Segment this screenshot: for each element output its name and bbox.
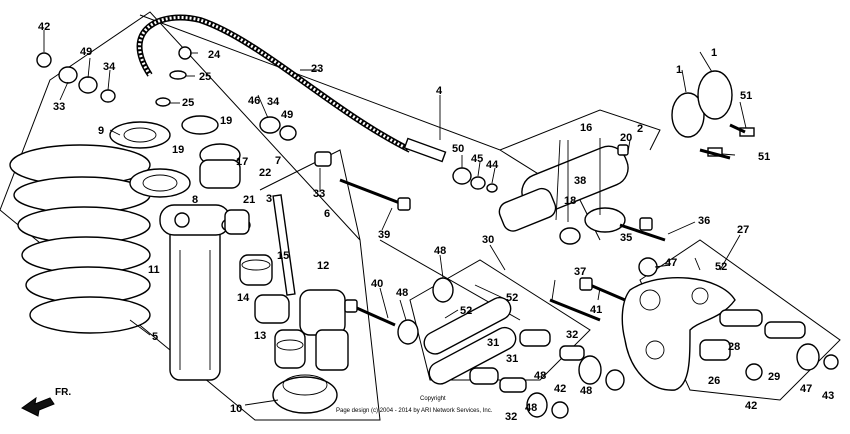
reservoir-hose xyxy=(136,14,447,163)
callout-46: 46 xyxy=(248,95,260,107)
reservoir-tank xyxy=(498,145,629,245)
callout-34-left: 34 xyxy=(103,61,116,73)
callout-17: 17 xyxy=(236,156,248,168)
callout-19-lower: 19 xyxy=(172,144,184,156)
callout-47-upper: 47 xyxy=(665,257,677,269)
callout-27: 27 xyxy=(737,224,749,236)
callout-43: 43 xyxy=(822,390,834,402)
callout-14: 14 xyxy=(237,292,250,304)
callout-52-right: 52 xyxy=(715,261,727,273)
callout-52-center: 52 xyxy=(506,292,518,304)
callout-31-upper: 31 xyxy=(487,337,499,349)
callout-30: 30 xyxy=(482,234,494,246)
callout-48-c: 48 xyxy=(534,370,546,382)
callout-16: 16 xyxy=(580,122,592,134)
callout-26: 26 xyxy=(708,375,720,387)
shock-absorber-body xyxy=(159,204,231,381)
callout-22: 22 xyxy=(259,167,271,179)
callout-42-top: 42 xyxy=(38,21,50,33)
callout-51-upper: 51 xyxy=(740,90,752,102)
callout-24: 24 xyxy=(208,49,221,61)
direction-label: FR. xyxy=(55,387,71,398)
callout-1-upper: 1 xyxy=(711,47,717,59)
callout-49-left: 49 xyxy=(80,46,92,58)
callout-1-lower: 1 xyxy=(676,64,682,76)
callout-41: 41 xyxy=(590,304,602,316)
leader-lines xyxy=(43,30,747,406)
callout-3: 3 xyxy=(266,193,272,205)
callout-38: 38 xyxy=(574,175,586,187)
callout-35: 35 xyxy=(620,232,632,244)
callout-32-lower: 32 xyxy=(505,411,517,423)
callout-12: 12 xyxy=(317,260,329,272)
lower-spring-seat xyxy=(272,374,338,414)
upper-joint-parts xyxy=(181,115,251,235)
callout-32-upper: 32 xyxy=(566,329,578,341)
callout-8: 8 xyxy=(192,194,198,206)
callout-13: 13 xyxy=(254,330,266,342)
callout-2: 2 xyxy=(637,123,643,135)
shock-spring xyxy=(9,144,151,334)
callout-25-lower: 25 xyxy=(182,97,194,109)
bump-rubbers xyxy=(239,254,306,369)
spring-adjuster-nuts xyxy=(109,121,191,198)
callout-29: 29 xyxy=(768,371,780,383)
callout-21: 21 xyxy=(243,194,255,206)
callout-36: 36 xyxy=(698,215,710,227)
callout-39: 39 xyxy=(378,229,390,241)
bolts xyxy=(339,123,746,327)
callout-numbers: 1 1 2 3 4 5 6 7 8 9 10 11 12 13 14 15 16… xyxy=(38,21,834,423)
callout-18: 18 xyxy=(564,195,576,207)
callout-34-center: 34 xyxy=(267,96,280,108)
callout-49-center: 49 xyxy=(281,109,293,121)
callout-48-b: 48 xyxy=(396,287,408,299)
callout-44: 44 xyxy=(486,159,499,171)
callout-15: 15 xyxy=(277,250,289,262)
callout-28: 28 xyxy=(728,341,740,353)
callout-9: 9 xyxy=(98,125,104,137)
callout-7: 7 xyxy=(275,155,281,167)
callout-47-lower: 47 xyxy=(800,383,812,395)
callout-45: 45 xyxy=(471,153,483,165)
callout-6: 6 xyxy=(324,208,330,220)
callout-20: 20 xyxy=(620,132,632,144)
damper-rod xyxy=(272,194,349,371)
callout-23: 23 xyxy=(311,63,323,75)
callout-25-upper: 25 xyxy=(199,71,211,83)
callout-42-middle: 42 xyxy=(554,383,566,395)
callout-37: 37 xyxy=(574,266,586,278)
small-hardware xyxy=(36,46,839,419)
callout-33-center: 33 xyxy=(313,188,325,200)
callout-5: 5 xyxy=(152,331,158,343)
callout-42-right: 42 xyxy=(745,400,757,412)
reservoir-clamps xyxy=(671,70,755,157)
copyright-line-1: Copyright xyxy=(420,396,446,402)
copyright-notice: Copyright Page design (c) 2004 - 2014 by… xyxy=(336,396,493,414)
callout-40: 40 xyxy=(371,278,383,290)
callout-33-left: 33 xyxy=(53,101,65,113)
callout-51-lower: 51 xyxy=(758,151,770,163)
callout-4: 4 xyxy=(436,85,443,97)
callout-48-a: 48 xyxy=(434,245,446,257)
callout-11: 11 xyxy=(148,264,160,276)
linkage-arms xyxy=(423,296,585,393)
callout-31-lower: 31 xyxy=(506,353,518,365)
callout-50: 50 xyxy=(452,143,464,155)
callout-48-e: 48 xyxy=(580,385,592,397)
callout-52-left: 52 xyxy=(460,305,472,317)
callout-48-d: 48 xyxy=(525,402,537,414)
callout-19-upper: 19 xyxy=(220,115,232,127)
cushion-arm xyxy=(621,276,806,391)
callout-10: 10 xyxy=(230,403,242,415)
copyright-line-2: Page design (c) 2004 - 2014 by ARI Netwo… xyxy=(336,408,493,414)
front-direction-arrow: FR. xyxy=(21,387,71,417)
